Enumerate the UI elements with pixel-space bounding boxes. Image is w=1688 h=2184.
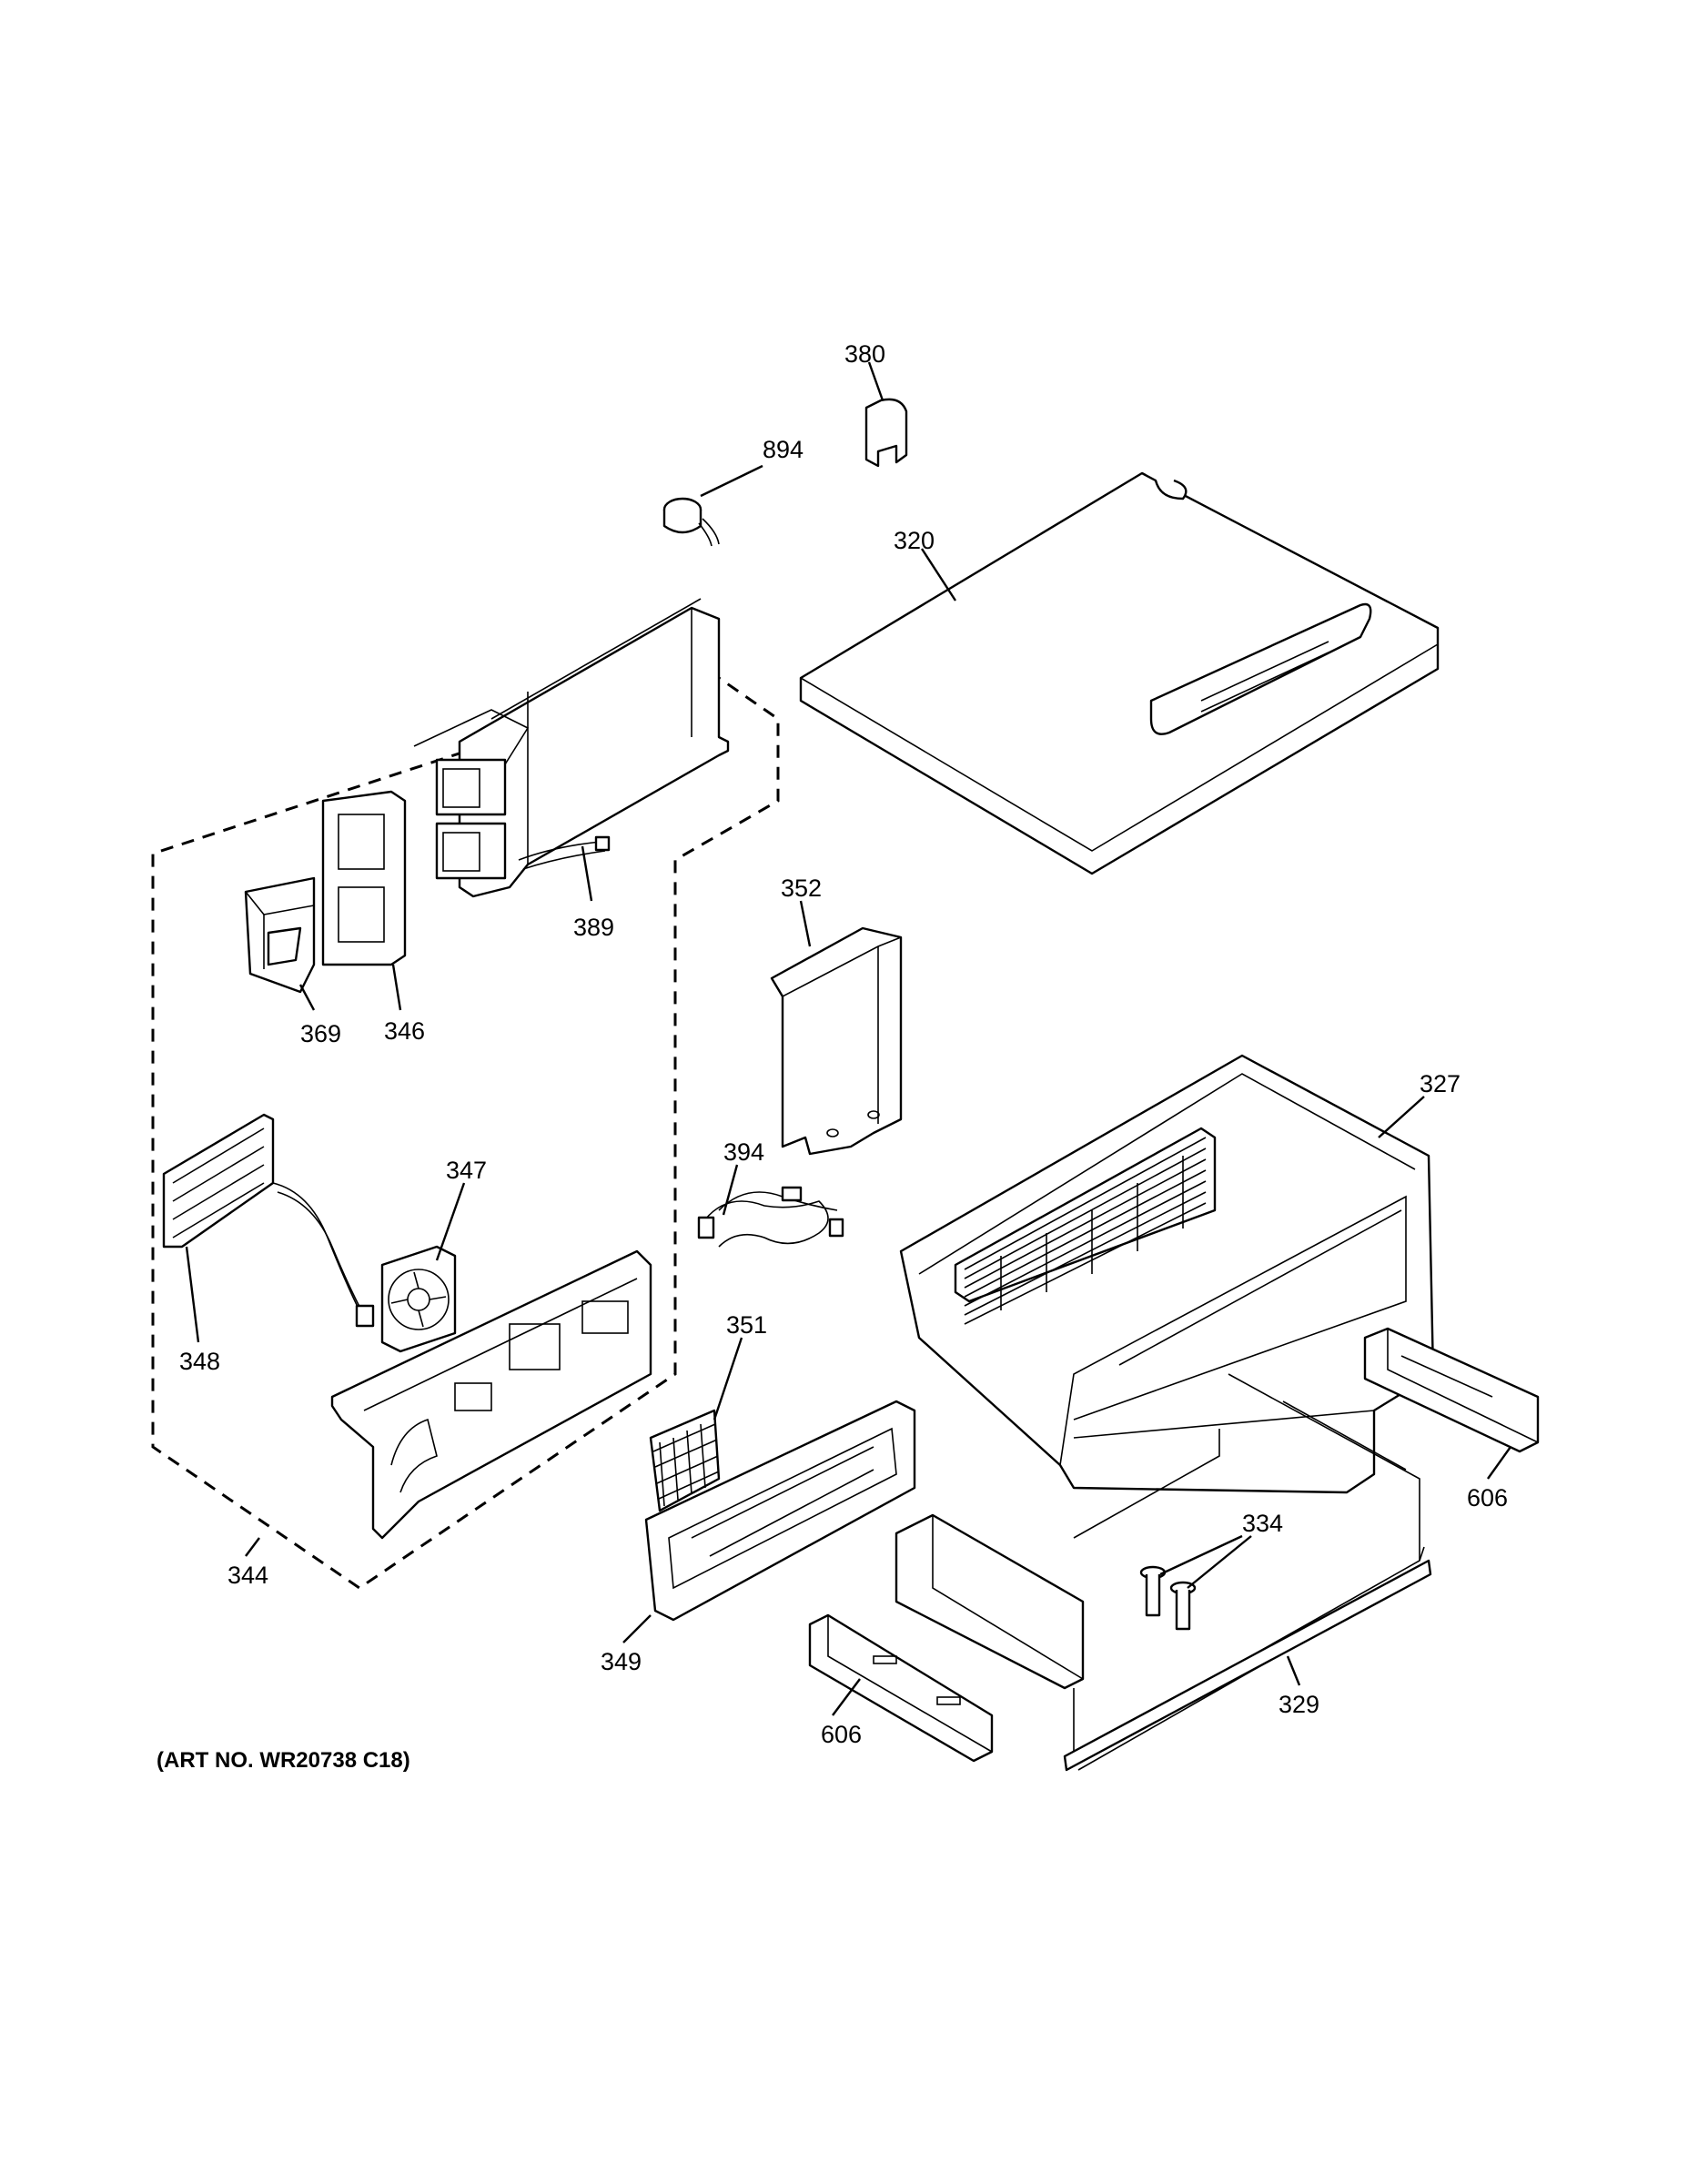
callout-346: 346 [384, 1017, 425, 1045]
callout-349: 349 [601, 1648, 642, 1675]
part-351-mesh [649, 1409, 721, 1512]
callout-348: 348 [179, 1348, 220, 1375]
part-389-wire [518, 835, 611, 870]
art-number-label: (ART NO. WR20738 C18) [157, 1748, 410, 1773]
assembly-boundary-344 [151, 670, 780, 1590]
callout-347: 347 [446, 1157, 487, 1184]
callout-894: 894 [763, 436, 804, 463]
callout-606-right: 606 [1467, 1484, 1508, 1512]
callout-352: 352 [781, 875, 822, 902]
part-334-pins [1139, 1565, 1197, 1631]
part-348-evaporator-plate [162, 1113, 375, 1328]
part-352-shield [770, 926, 903, 1156]
part-327-bin [899, 1054, 1435, 1494]
part-606-rail-bottom [808, 1613, 994, 1763]
callout-380: 380 [844, 340, 885, 368]
callout-351: 351 [726, 1311, 767, 1339]
leader-lines [185, 361, 1511, 1716]
callout-389: 389 [573, 914, 614, 941]
callout-labels: 380 894 320 352 389 369 346 327 394 347 … [179, 340, 1508, 1748]
part-606-rail-right [1363, 1327, 1540, 1453]
callout-344: 344 [227, 1562, 268, 1589]
callout-334: 334 [1242, 1510, 1283, 1537]
part-329-frame [895, 1373, 1432, 1772]
callout-329: 329 [1279, 1691, 1319, 1718]
part-380-cap [864, 398, 908, 468]
part-347-fan [380, 1245, 457, 1353]
part-349-frame [644, 1400, 916, 1622]
part-320-cover [799, 471, 1440, 875]
callout-320: 320 [894, 527, 935, 554]
part-894-thermistor [662, 497, 720, 547]
callout-327: 327 [1420, 1070, 1461, 1097]
callout-394: 394 [723, 1138, 764, 1166]
callout-606-bottom: 606 [821, 1721, 862, 1748]
part-346-gasket [321, 790, 407, 966]
part-369-cover [244, 876, 316, 994]
callout-369: 369 [300, 1020, 341, 1047]
part-394-harness [697, 1186, 844, 1248]
part-housing-lower [330, 1249, 652, 1540]
part-housing-upper [413, 598, 730, 898]
